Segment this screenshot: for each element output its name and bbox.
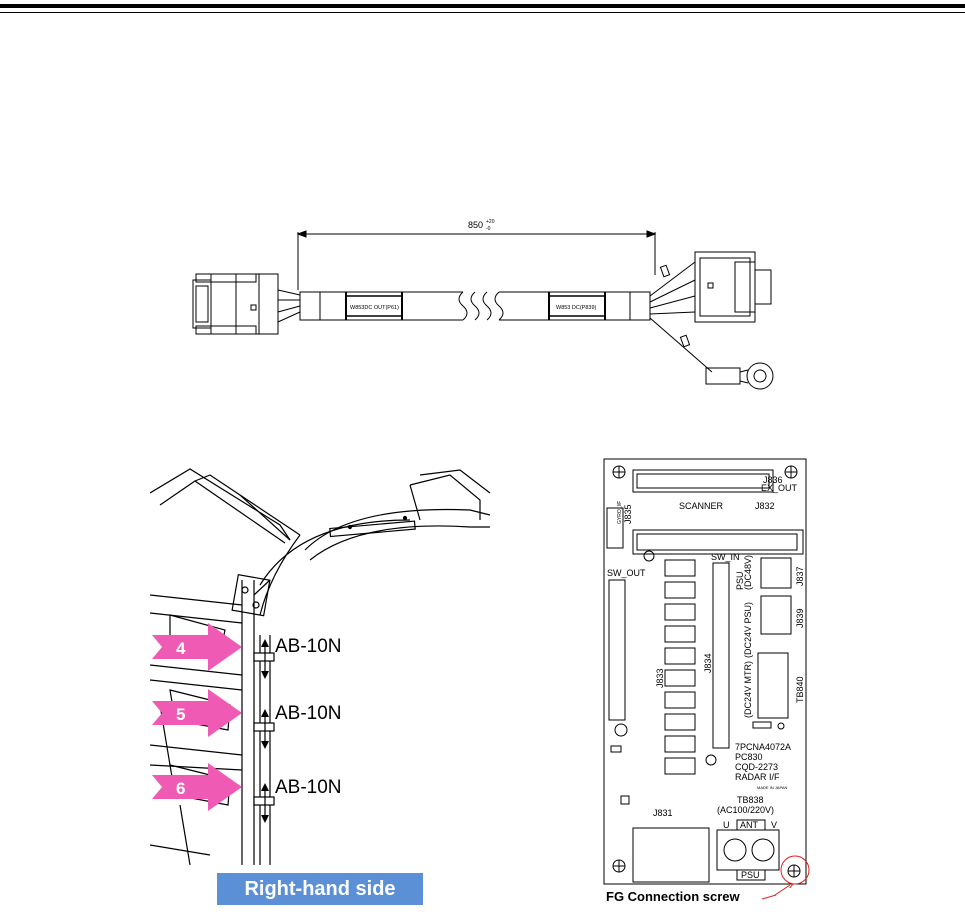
arrow-5-label: 5 <box>176 705 185 724</box>
conn-dc48: (DC48V) <box>743 555 753 590</box>
conn-j836: J836 <box>763 475 783 485</box>
header-rule <box>0 4 965 8</box>
cable-drawing: 850 +20 -0 W853DC OUT(P61) W853 DC(P839) <box>192 219 774 390</box>
conn-ex-out: EX_OUT <box>761 483 798 493</box>
conn-j833: J833 <box>655 668 665 688</box>
header-rule-thin <box>0 12 965 13</box>
arrow-4-label: 4 <box>176 639 186 658</box>
board-text-4: RADAR I/F <box>735 772 780 782</box>
made-in-japan: MADE IN JAPAN <box>757 785 787 790</box>
cable-label-left: W853DC OUT(P61) <box>350 305 399 311</box>
conn-j839: J839 <box>795 608 805 628</box>
dimension-tol-upper: +20 <box>486 219 495 225</box>
dimension-tol-lower: -0 <box>486 226 491 232</box>
fastener-label-4: AB-10N <box>275 636 342 657</box>
conn-ac: (AC100/220V) <box>717 805 774 815</box>
conn-ant: ANT <box>740 820 759 830</box>
dimension-value: 850 <box>468 220 483 230</box>
screw-icon <box>612 465 626 479</box>
bracket-drawing: 4 5 6 <box>150 468 491 865</box>
conn-gyro: GYRO_I/F <box>617 501 623 524</box>
fastener-label-5: AB-10N <box>275 703 342 724</box>
conn-j834: J834 <box>703 653 713 673</box>
conn-j835: J835 <box>623 504 633 524</box>
board-text-2: PC830 <box>735 752 763 762</box>
conn-tb840: TB840 <box>795 676 805 703</box>
conn-dc24psu: (DC24V PSU) <box>743 602 753 658</box>
conn-v: V <box>771 820 777 830</box>
conn-sw-out: SW_OUT <box>607 568 646 578</box>
fg-callout-leader <box>789 883 794 888</box>
conn-dc24mtr: (DC24V MTR) <box>743 661 753 718</box>
board-text-1: 7PCNA4072A <box>735 742 791 752</box>
conn-sw-in: SW_IN <box>711 552 740 562</box>
arrow-6-icon <box>152 763 242 811</box>
right-hand-side-label: Right-hand side <box>217 873 423 905</box>
conn-tb838: TB838 <box>737 795 764 805</box>
arrow-4-icon <box>152 623 242 671</box>
board-text-3: CQD-2273 <box>735 762 778 772</box>
fg-callout-circle <box>780 855 810 885</box>
fastener-label-6: AB-10N <box>275 777 342 798</box>
conn-scanner: SCANNER <box>679 501 724 511</box>
cable-label-right: W853 DC(P839) <box>556 305 597 311</box>
arrow-6-label: 6 <box>176 779 185 798</box>
conn-u: U <box>723 820 730 830</box>
conn-j832: J832 <box>755 501 775 511</box>
fg-connection-screw-label: FG Connection screw <box>606 889 740 904</box>
conn-psu: PSU <box>735 571 745 590</box>
arrow-5-icon <box>152 689 242 737</box>
conn-j837: J837 <box>795 566 805 586</box>
conn-j831: J831 <box>653 808 673 818</box>
pcb-drawing: J836 EX_OUT SCANNER J832 J835 GYRO_I/F S… <box>603 458 810 888</box>
conn-psu-bottom: PSU <box>741 870 760 880</box>
